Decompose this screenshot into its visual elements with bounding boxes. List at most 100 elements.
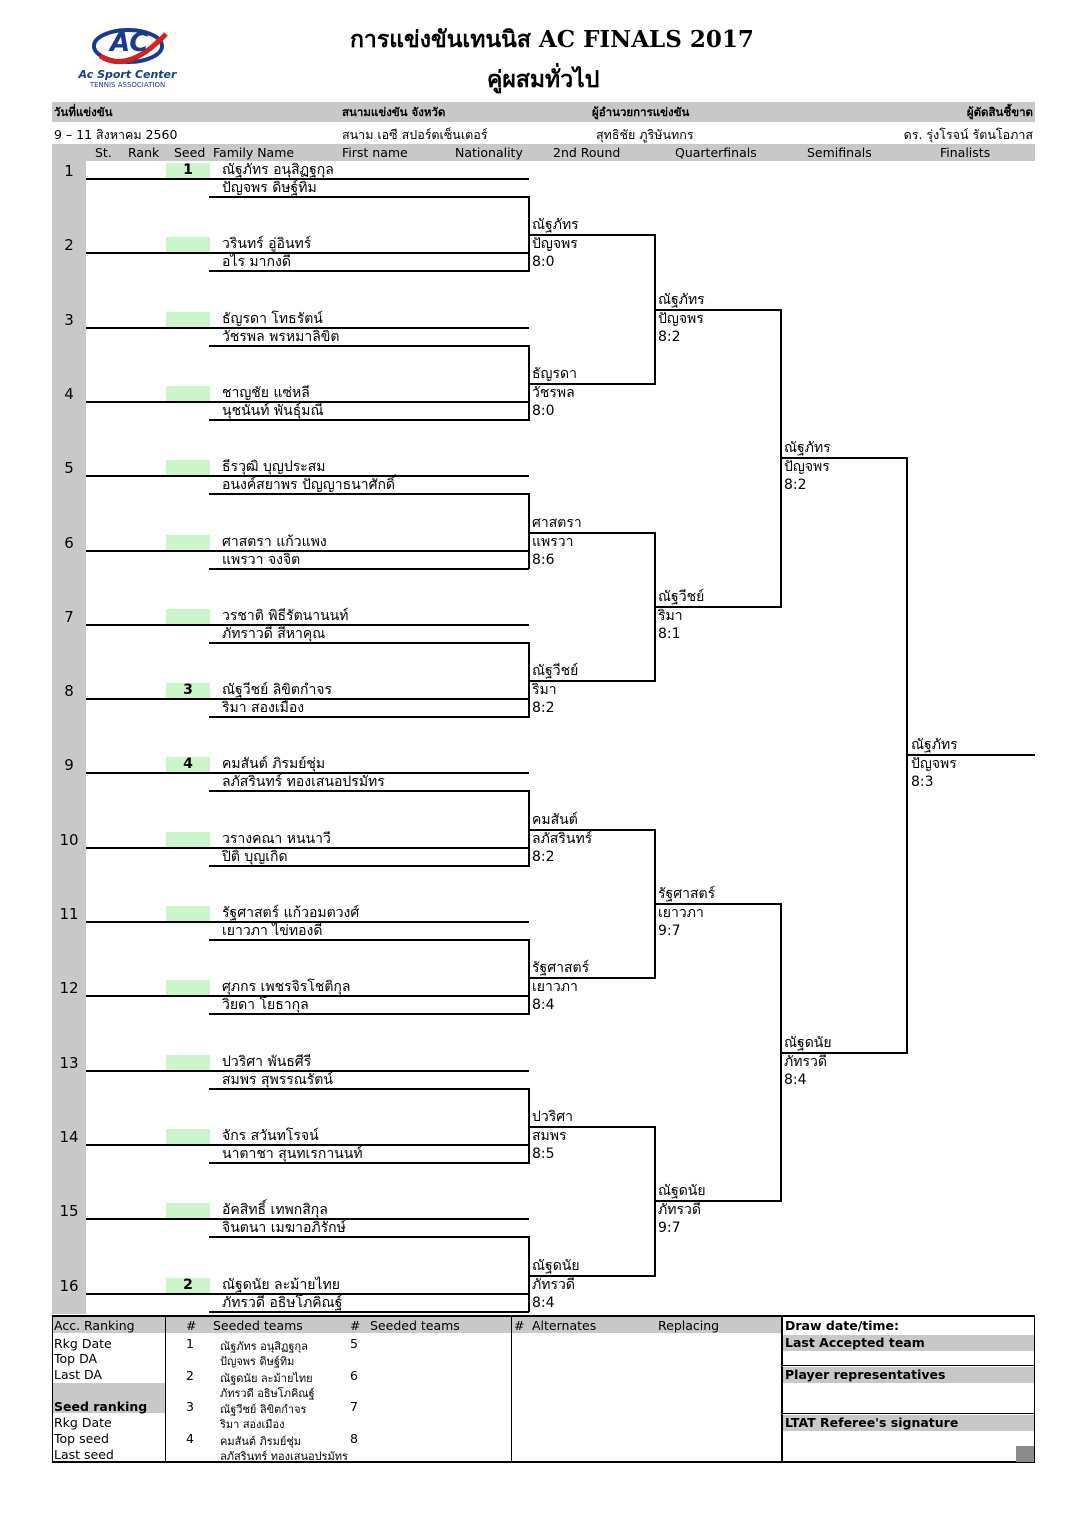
r2-connector (528, 790, 530, 867)
entry-number: 2 (64, 236, 74, 255)
entry-number: 14 (59, 1127, 79, 1146)
r2-winner-2: ภัทรวดี (532, 1276, 575, 1293)
qf-winner-2: ภัทรวดี (658, 1202, 701, 1219)
col-family: Family Name (213, 145, 295, 160)
seed-box (166, 906, 210, 921)
ac-logo-icon (92, 28, 168, 65)
entry-line-2 (209, 270, 529, 273)
qf-winner-line (655, 605, 782, 608)
entry-line-2 (209, 493, 529, 496)
entry-line-2 (209, 1161, 529, 1164)
r2-winner-1: รัฐศาสตร์ (532, 960, 590, 977)
player-reps-line (783, 1413, 1034, 1414)
r2-winner-line (529, 531, 656, 534)
entry-number: 15 (59, 1202, 79, 1221)
entry-line-2 (209, 196, 529, 198)
entry-number: 3 (64, 310, 74, 329)
seed-box (166, 608, 210, 624)
r2-connector (528, 1236, 530, 1313)
draw-date-label: Draw date/time: (785, 1318, 900, 1333)
r2-score: 8:2 (532, 700, 555, 717)
entry-number: 9 (64, 756, 74, 775)
player-1-name: วรางคณา หนนาวี (222, 830, 331, 847)
player-1-name: วรินทร์ อู่อินทร์ (222, 236, 312, 253)
seed-box (166, 980, 210, 996)
player-2-name: ริมา สองเมือง (222, 700, 305, 717)
entry-number: 6 (64, 533, 74, 552)
r2-connector (528, 641, 530, 719)
footer-divider-1 (165, 1317, 166, 1461)
col-rank: Rank (128, 145, 160, 160)
entry-line-2 (209, 344, 529, 347)
seed-team-player-1: ณัฐภัทร อนุสิฏฐกุล (220, 1340, 308, 1353)
entry-line-1 (86, 1143, 529, 1146)
r2-winner-2: ริมา (532, 682, 557, 699)
seeded-teams-label-2: Seeded teams (370, 1318, 460, 1333)
seed-number-2: 8 (350, 1430, 358, 1446)
sf-score: 8:4 (784, 1071, 807, 1088)
player-2-name: อนงค์สยาพร ปัญญาธนาศักดิ์ (222, 477, 396, 494)
player-2-name: ภัทราวดี สีหาคุณ (222, 625, 326, 642)
r2-score: 8:0 (532, 254, 555, 271)
sf-winner-1: ณัฐดนัย (784, 1034, 832, 1051)
entry-line-1 (86, 400, 529, 403)
entry-line-1 (86, 846, 529, 849)
player-1-name: ณัฐดนัย ละม้ายไทย (222, 1276, 340, 1293)
entry-line-1 (86, 1069, 529, 1072)
entry-line-1 (86, 252, 529, 255)
seed-box (166, 1128, 210, 1144)
entry-number: 1 (64, 162, 74, 180)
seed-ranking-bar (53, 1383, 165, 1413)
director-value: สุทธิชัย ภูริษันทกร (596, 127, 694, 142)
r2-winner-2: สมพร (532, 1127, 567, 1144)
r2-score: 8:5 (532, 1145, 555, 1162)
qf-score: 8:2 (658, 328, 681, 345)
last-accepted-bar (783, 1335, 1034, 1351)
last-da-label: Last DA (54, 1367, 102, 1382)
player-1-name: วรชาติ พิธีรัตนานนท์ (222, 607, 349, 624)
footer-divider-2 (511, 1317, 512, 1461)
alt-hash: # (514, 1318, 525, 1333)
r2-connector (528, 1087, 530, 1164)
entry-line-2 (209, 1087, 529, 1090)
champion-1: ณัฐภัทร (911, 737, 958, 754)
player-1-name: ชาญชัย แซ่หลี (222, 384, 310, 401)
top-da-label: Top DA (54, 1351, 98, 1366)
seed-hash-1: # (186, 1318, 197, 1333)
player-1-name: คมสันต์ ภิรมย์ชุ่ม (222, 756, 326, 773)
info-label-bar (52, 102, 1035, 122)
player-2-name: แพรวา จงจิต (222, 551, 301, 568)
entry-line-2 (209, 790, 529, 793)
seed-box (166, 311, 210, 327)
r2-winner-line (529, 977, 656, 980)
entry-line-2 (209, 1236, 529, 1239)
qf-winner-2: ปัญจพร (658, 310, 704, 327)
entry-line-1 (86, 921, 529, 923)
r2-winner-line (529, 1274, 656, 1277)
qf-score: 8:1 (658, 625, 681, 642)
referee-label: ผู้ตัดสินชี้ขาด (966, 105, 1033, 119)
seed-number-2: 5 (350, 1336, 358, 1351)
r2-winner-1: ณัฐดนัย (532, 1257, 580, 1274)
logo: AC Ac Sport Center TENNIS ASSOCIATION (70, 20, 185, 92)
col-nationality: Nationality (455, 145, 523, 160)
r2-connector (528, 493, 530, 570)
player-1-name: ณัฐภัทร อนุสิฏฐกุล (222, 162, 334, 178)
director-label: ผู้อำนวยการแข่งขัน (592, 105, 690, 119)
referee-sig-bar (783, 1415, 1034, 1431)
entry-line-2 (209, 864, 529, 867)
seed-number: 1 (186, 1336, 194, 1351)
entry-line-2 (209, 641, 529, 644)
sf-winner-2: ภัทรวดี (784, 1053, 827, 1070)
seeded-teams-label-1: Seeded teams (213, 1318, 303, 1333)
referee-sig-label: LTAT Referee's signature (785, 1415, 959, 1430)
qf-winner-1: รัฐศาสตร์ (658, 886, 716, 902)
r2-winner-line (529, 680, 656, 683)
entry-line-2 (209, 567, 529, 570)
last-accepted-label: Last Accepted team (785, 1335, 925, 1350)
entry-line-1 (86, 995, 529, 998)
r2-connector (528, 196, 530, 273)
r2-score: 8:0 (532, 402, 555, 419)
seed-team-player-2: ริมา สองเมือง (220, 1418, 285, 1431)
player-2-name: จินตนา เมฆาอภิรักษ์ (222, 1220, 346, 1237)
